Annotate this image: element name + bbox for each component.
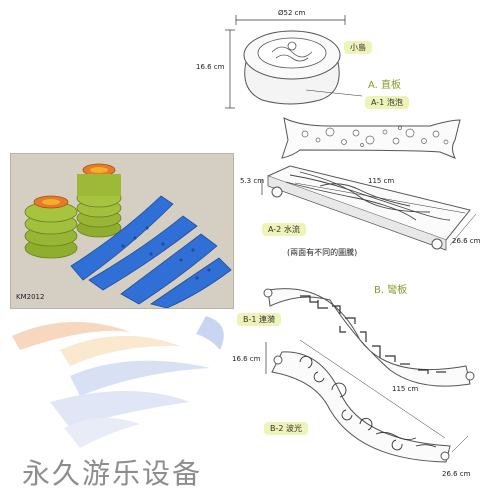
product-photo-illustration xyxy=(11,154,233,308)
product-photo xyxy=(10,153,234,309)
b2-label: B-2 波光 xyxy=(264,422,309,435)
b2-length: 115 cm xyxy=(392,385,419,393)
a2-width: 26.6 cm xyxy=(452,237,481,245)
island-diameter: Ø52 cm xyxy=(278,9,306,17)
b1-label: B-1 連漪 xyxy=(237,313,282,326)
island-label: 小島 xyxy=(344,41,372,54)
logo-watermark-graphic xyxy=(12,316,224,448)
a2-length: 115 cm xyxy=(368,177,395,185)
island-height: 16.6 cm xyxy=(196,63,225,71)
a2-note: (兩面有不同的圖騰) xyxy=(287,248,358,257)
product-model-number: KM2012 xyxy=(16,293,45,301)
b2-width: 26.6 cm xyxy=(442,470,471,478)
section-a-title: A. 直板 xyxy=(368,80,402,91)
a2-height: 5.3 cm xyxy=(240,177,265,185)
brand-watermark-text: 永久游乐设备 xyxy=(22,457,203,490)
a2-label: A-2 水流 xyxy=(262,223,306,236)
b1-height: 16.6 cm xyxy=(232,355,261,363)
a1-label: A-1 泡泡 xyxy=(365,96,409,109)
section-b-title: B. 彎板 xyxy=(374,285,408,296)
